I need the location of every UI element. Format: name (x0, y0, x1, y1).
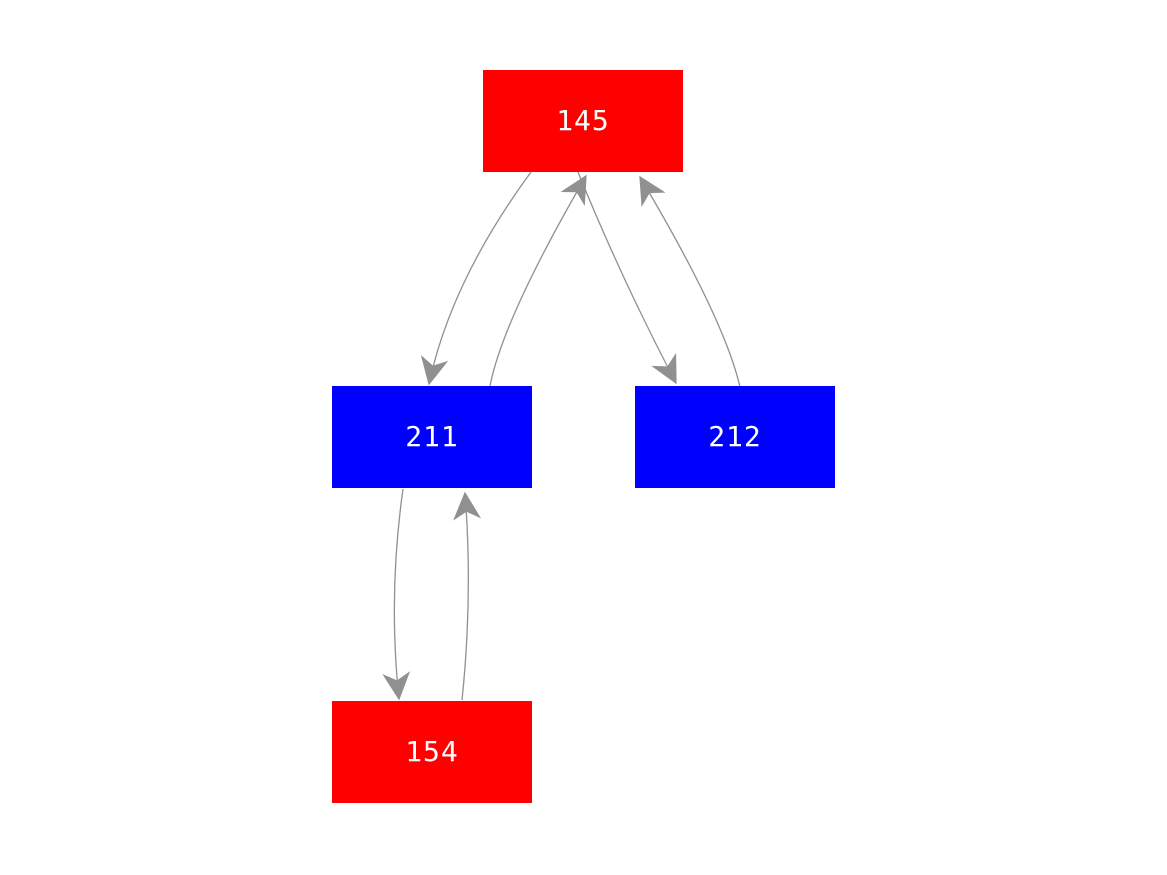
graph-node-label: 212 (708, 420, 762, 453)
graph-node-label: 154 (405, 735, 459, 768)
graph-node-145: 145 (483, 70, 683, 172)
edge-145-to-211 (420, 171, 532, 386)
graph-node-154: 154 (332, 701, 532, 803)
edge-154-to-211 (453, 491, 482, 701)
edge-212-to-145 (639, 175, 741, 388)
edge-145-to-212 (577, 171, 677, 385)
edge-211-to-154 (382, 488, 411, 701)
graph-node-label: 211 (405, 420, 459, 453)
graph-node-211: 211 (332, 386, 532, 488)
graph-node-212: 212 (635, 386, 835, 488)
edge-211-to-145 (489, 174, 587, 387)
graph-node-label: 145 (556, 104, 610, 137)
